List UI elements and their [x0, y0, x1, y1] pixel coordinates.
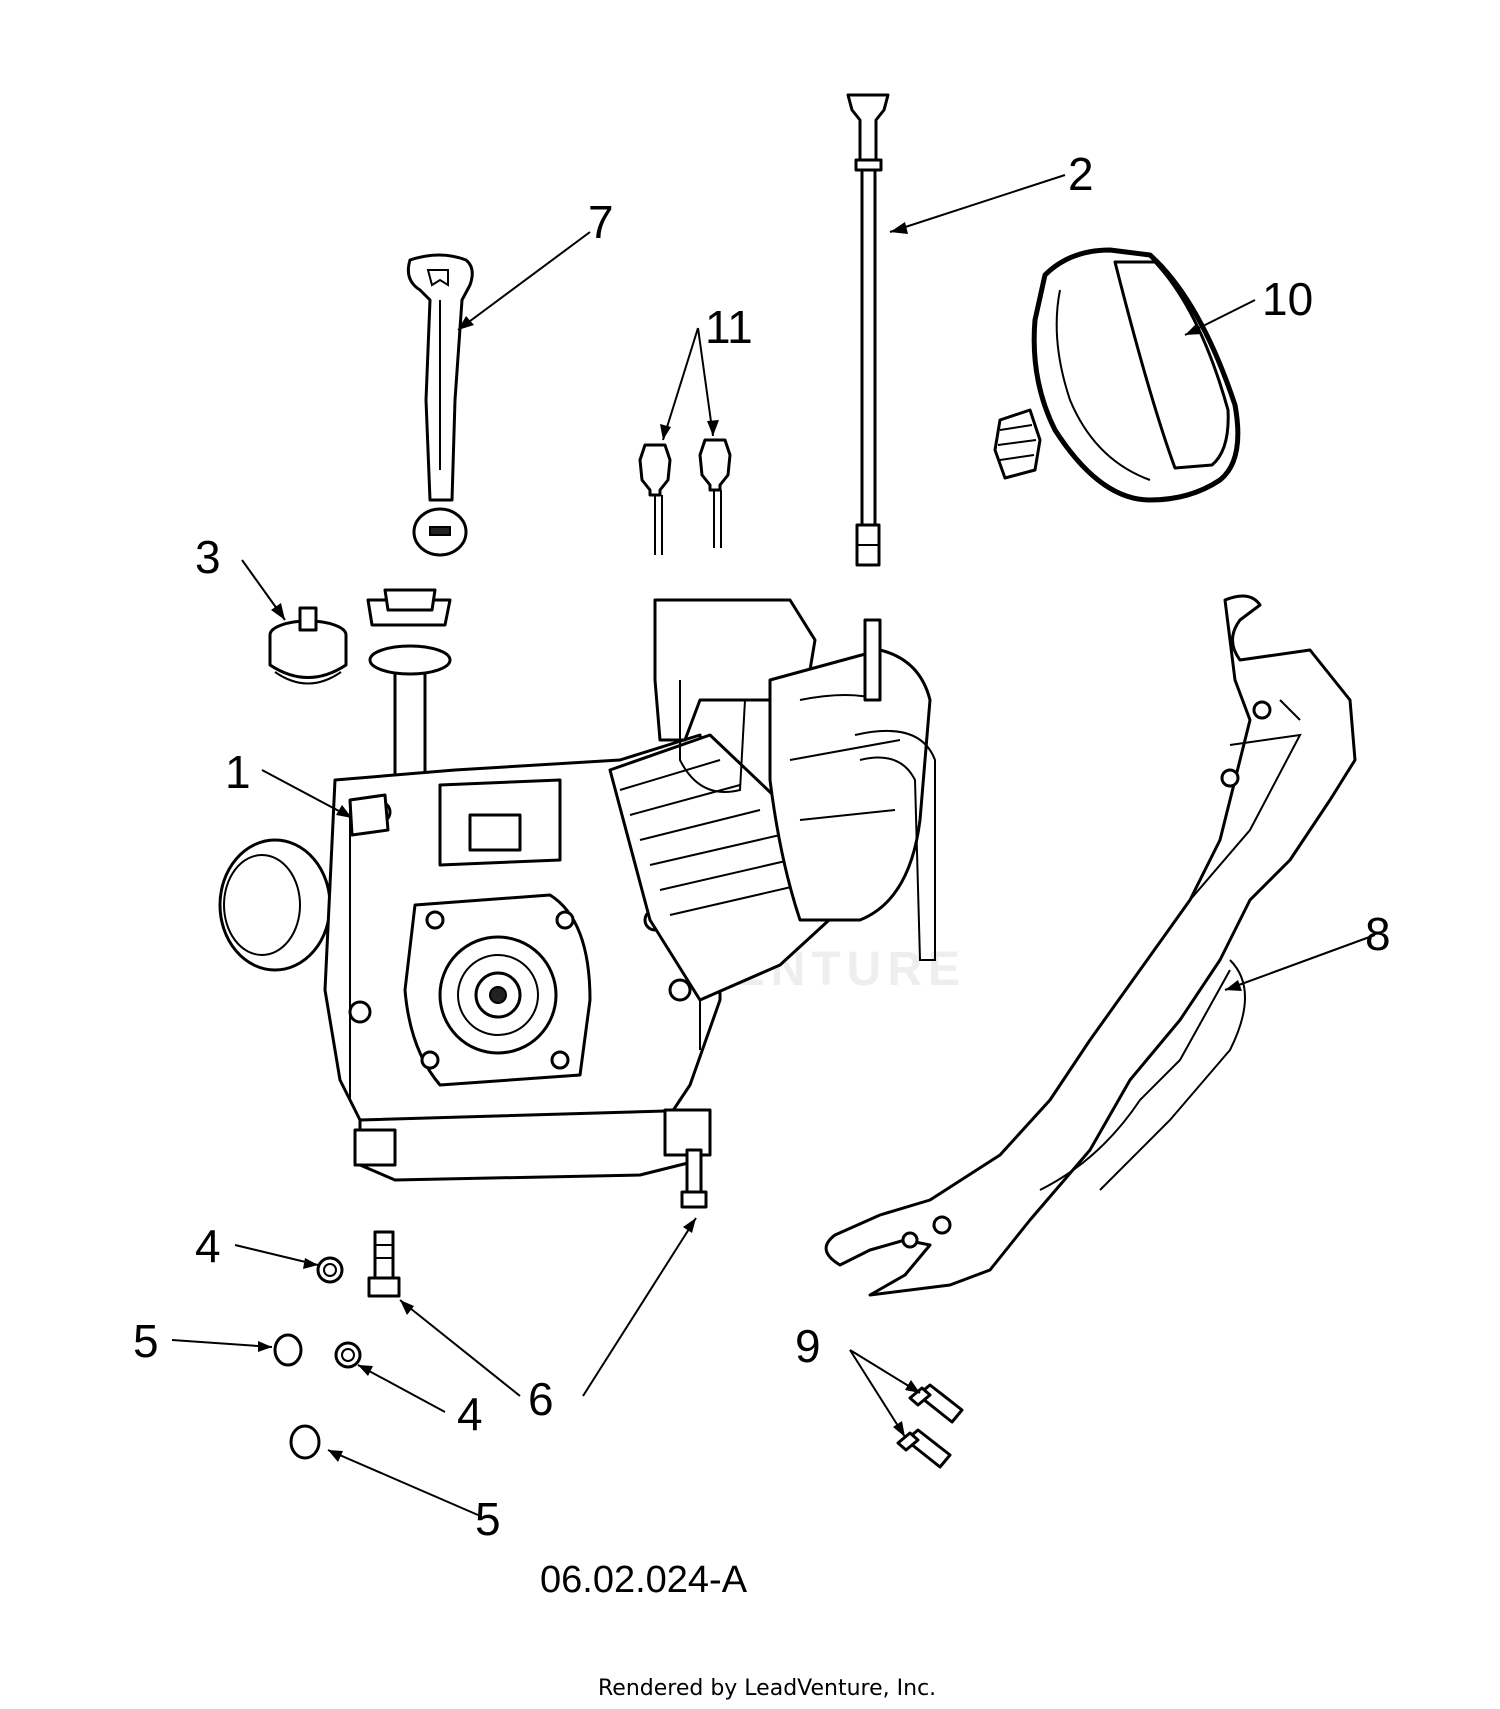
drawing-code: 06.02.024-A: [540, 1559, 748, 1601]
part-9-screws[interactable]: [896, 1383, 964, 1469]
callout-4-lower: 4: [457, 1388, 483, 1440]
footer-credit: Rendered by LeadVenture, Inc.: [598, 1676, 936, 1701]
part-7-spark-plug-wrench[interactable]: [406, 253, 474, 557]
callout-11: 11: [705, 301, 753, 353]
leader-lines: [171, 174, 1376, 1516]
callout-1: 1: [225, 746, 251, 798]
callout-6: 6: [528, 1373, 554, 1425]
part-10-air-filter-cover[interactable]: [993, 247, 1241, 503]
part-11-spark-plugs[interactable]: [638, 438, 732, 555]
part-4-nuts[interactable]: [316, 1256, 362, 1369]
callout-2: 2: [1068, 148, 1094, 200]
callout-5-lower: 5: [475, 1493, 501, 1545]
callout-labels: 2 7 10 11 3 1 8 4 5 9 4 6 5: [133, 148, 1391, 1545]
callout-9: 9: [795, 1320, 821, 1372]
part-8-muffler-guard[interactable]: [824, 594, 1357, 1297]
callout-4-upper: 4: [195, 1220, 221, 1272]
part-2-dipstick-tube[interactable]: [846, 93, 890, 567]
callout-3: 3: [195, 531, 221, 583]
part-3-oil-fill-cap[interactable]: [268, 606, 348, 685]
callout-8: 8: [1365, 908, 1391, 960]
part-6-bolt[interactable]: [367, 1230, 401, 1298]
callout-5-upper: 5: [133, 1315, 159, 1367]
part-5-plugs[interactable]: [273, 1333, 321, 1460]
callout-10: 10: [1262, 273, 1313, 325]
part-1-engine-block[interactable]: [218, 588, 936, 1209]
callout-7: 7: [588, 196, 614, 248]
